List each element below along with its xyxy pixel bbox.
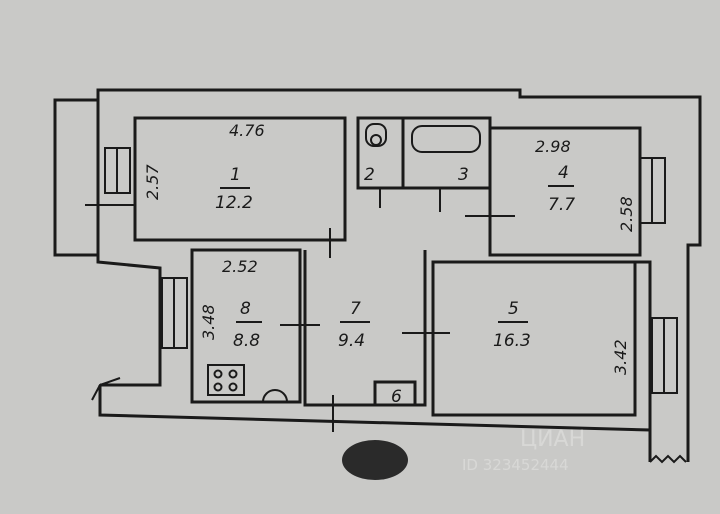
room-1-number: 1 <box>230 165 241 185</box>
bathtub-icon <box>411 125 481 153</box>
room-8-number: 8 <box>240 299 251 319</box>
sink-icon <box>262 389 288 403</box>
toilet-icon <box>365 123 387 147</box>
room-1-area: 12.2 <box>215 193 253 213</box>
room-2-number: 2 <box>364 165 375 185</box>
room-6-closet <box>373 380 417 407</box>
room-4-depth: 2.58 <box>617 196 636 232</box>
room-4-area: 7.7 <box>548 195 575 215</box>
room-3-number: 3 <box>458 165 469 185</box>
room-8-depth: 3.48 <box>199 304 218 340</box>
break-line <box>649 454 687 464</box>
room-5-depth: 3.42 <box>611 339 630 375</box>
room-1-width: 4.76 <box>229 121 265 140</box>
room-7-number: 7 <box>350 299 361 319</box>
room-7-hall <box>303 250 427 407</box>
room-5 <box>431 260 637 417</box>
room-1-depth: 2.57 <box>143 164 162 200</box>
room-5-number: 5 <box>508 299 519 319</box>
outer-walls <box>53 88 702 462</box>
room-8-area: 8.8 <box>233 331 260 351</box>
room-7-area: 9.4 <box>338 331 365 351</box>
room-4-width: 2.98 <box>535 137 571 156</box>
room-5-area: 16.3 <box>493 331 531 351</box>
watermark-brand: ЦИАН <box>520 427 585 452</box>
room-4-number: 4 <box>558 163 569 183</box>
room-8-width: 2.52 <box>222 257 258 276</box>
windows <box>104 147 678 394</box>
balcony <box>53 98 100 257</box>
room-1 <box>133 116 347 242</box>
blurred-mark <box>342 440 408 480</box>
door-marks <box>85 188 515 432</box>
watermark-id: ID 323452444 <box>462 456 569 474</box>
stove-icon <box>207 364 245 396</box>
room-6-number: 6 <box>391 387 402 407</box>
